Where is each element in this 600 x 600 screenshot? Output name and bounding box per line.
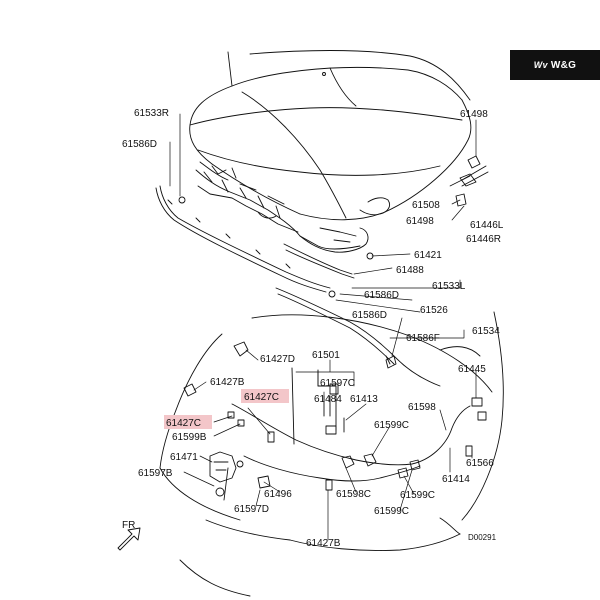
label-61597B: 61597B (138, 468, 173, 479)
label-61498-top: 61498 (460, 109, 488, 120)
label-61446R: 61446R (466, 234, 501, 245)
label-61427D: 61427D (260, 354, 295, 365)
label-61427C-a: 61427C (244, 392, 279, 403)
label-61488: 61488 (396, 265, 424, 276)
label-61599B: 61599B (172, 432, 207, 443)
part-labels: 61533R 61586D 61498 61508 61498 61446L 6… (122, 108, 504, 549)
label-61421: 61421 (414, 250, 442, 261)
label-61445: 61445 (458, 364, 486, 375)
label-61484: 61484 (314, 394, 342, 405)
label-61498-mid: 61498 (406, 216, 434, 227)
hood-seal (275, 287, 441, 387)
hood-inner-frame (195, 161, 391, 253)
label-61586D-a: 61586D (364, 290, 399, 301)
label-61526: 61526 (420, 305, 448, 316)
label-61586D-b: 61586D (352, 310, 387, 321)
label-61413: 61413 (350, 394, 378, 405)
label-61566: 61566 (466, 458, 494, 469)
label-61533L: 61533L (432, 281, 466, 292)
label-61599C-a: 61599C (374, 420, 409, 431)
label-61533R: 61533R (134, 108, 169, 119)
engine-bay-outline (159, 311, 504, 597)
label-61586F: 61586F (406, 333, 440, 344)
label-61427B-bottom: 61427B (306, 538, 341, 549)
label-61597D: 61597D (234, 504, 269, 515)
label-61446L: 61446L (470, 220, 504, 231)
label-61414: 61414 (442, 474, 470, 485)
hood-strip-right (155, 185, 331, 293)
brand-logo: Wv W&G (510, 50, 600, 80)
label-61427B-left: 61427B (210, 377, 245, 388)
brand-logo-text: W&G (550, 59, 577, 71)
hood-panel (189, 50, 472, 221)
direction-label: FR (122, 520, 135, 531)
clips-fasteners (178, 155, 487, 491)
label-61597C-top: 61597C (320, 378, 355, 389)
label-61508: 61508 (412, 200, 440, 211)
label-61586D-top: 61586D (122, 139, 157, 150)
label-61534: 61534 (472, 326, 500, 337)
label-61496: 61496 (264, 489, 292, 500)
label-61471: 61471 (170, 452, 198, 463)
drawing-code: D00291 (468, 533, 497, 542)
release-cable (231, 367, 471, 482)
logo-mark-icon: Wv (533, 60, 548, 70)
leader-lines (169, 113, 477, 541)
front-arrow-icon (117, 527, 141, 551)
hood-latch (209, 451, 244, 497)
label-61501: 61501 (312, 350, 340, 361)
highlight-61427C-a (241, 389, 289, 403)
label-61599C-b: 61599C (400, 490, 435, 501)
label-61599C-c: 61599C (374, 506, 409, 517)
hood-strip-left (283, 243, 355, 279)
label-61427C-b: 61427C (166, 418, 201, 429)
label-61598C: 61598C (336, 489, 371, 500)
label-61598: 61598 (408, 402, 436, 413)
highlight-61427C-b (164, 415, 212, 429)
